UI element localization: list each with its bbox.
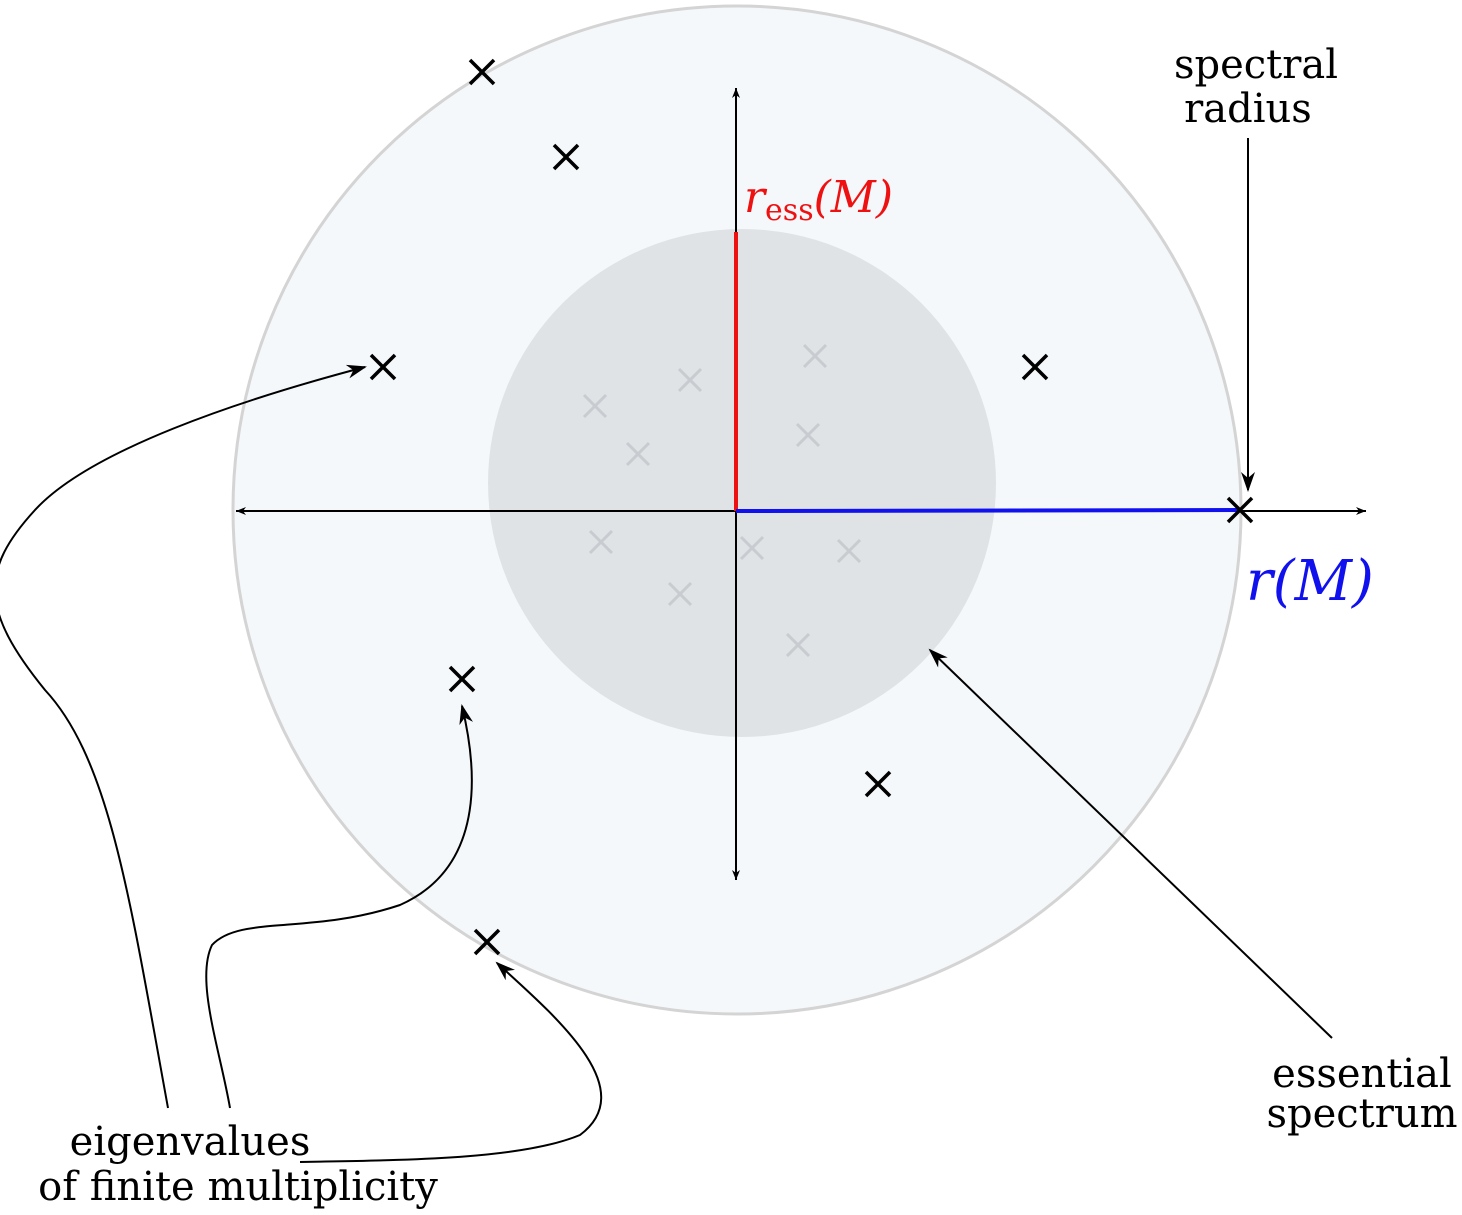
essential-spectrum-disk xyxy=(488,229,996,737)
eigenvalue-mark xyxy=(552,143,580,171)
eigenvalue-mark xyxy=(369,353,397,381)
ess-argument: (M) xyxy=(814,172,893,223)
faint-mark xyxy=(588,529,614,555)
eigenvalue-marks xyxy=(369,58,1254,956)
eigenvalue-arrow-1 xyxy=(0,364,367,1109)
r-symbol: r xyxy=(744,172,768,223)
eigenvalue-mark xyxy=(1021,353,1049,381)
essential-radius-label: ress(M) xyxy=(744,172,893,228)
r-argument: (M) xyxy=(1273,549,1374,614)
eigenvalues-label-line2: of finite multiplicity xyxy=(38,1164,438,1210)
eigenvalue-mark xyxy=(1226,496,1254,524)
faint-mark xyxy=(677,367,703,393)
faint-mark xyxy=(625,441,651,467)
spectral-radius-math-label: r(M) xyxy=(1246,549,1374,614)
faint-mark xyxy=(802,343,828,369)
r-symbol: r xyxy=(1246,549,1276,614)
spectral-radius-label-line2: radius xyxy=(1184,86,1312,132)
eigenvalue-mark xyxy=(864,770,892,798)
faint-mark xyxy=(582,393,608,419)
eigenvalue-arrow-2 xyxy=(205,704,474,1109)
faint-mark xyxy=(785,632,811,658)
eigenvalue-arrow-3 xyxy=(299,961,603,1163)
eigenvalue-mark xyxy=(473,928,501,956)
faint-mark xyxy=(739,535,765,561)
eigenvalue-mark xyxy=(468,58,496,86)
essential-spectrum-arrow xyxy=(928,648,1333,1039)
eigenvalues-label-line1: eigenvalues xyxy=(70,1119,311,1165)
spectral-radius-line xyxy=(735,508,1241,513)
essential-spectrum-label-line1: essential xyxy=(1272,1051,1452,1097)
faint-mark xyxy=(836,538,862,564)
essential-spectrum-label-line2: spectrum xyxy=(1266,1091,1457,1137)
faint-eigenvalue-marks xyxy=(582,343,862,658)
eigenvalue-mark xyxy=(448,665,476,693)
spectral-radius-label-line1: spectral xyxy=(1174,42,1338,88)
faint-mark xyxy=(667,581,693,607)
faint-mark xyxy=(795,422,821,448)
ess-subscript: ess xyxy=(765,193,814,228)
